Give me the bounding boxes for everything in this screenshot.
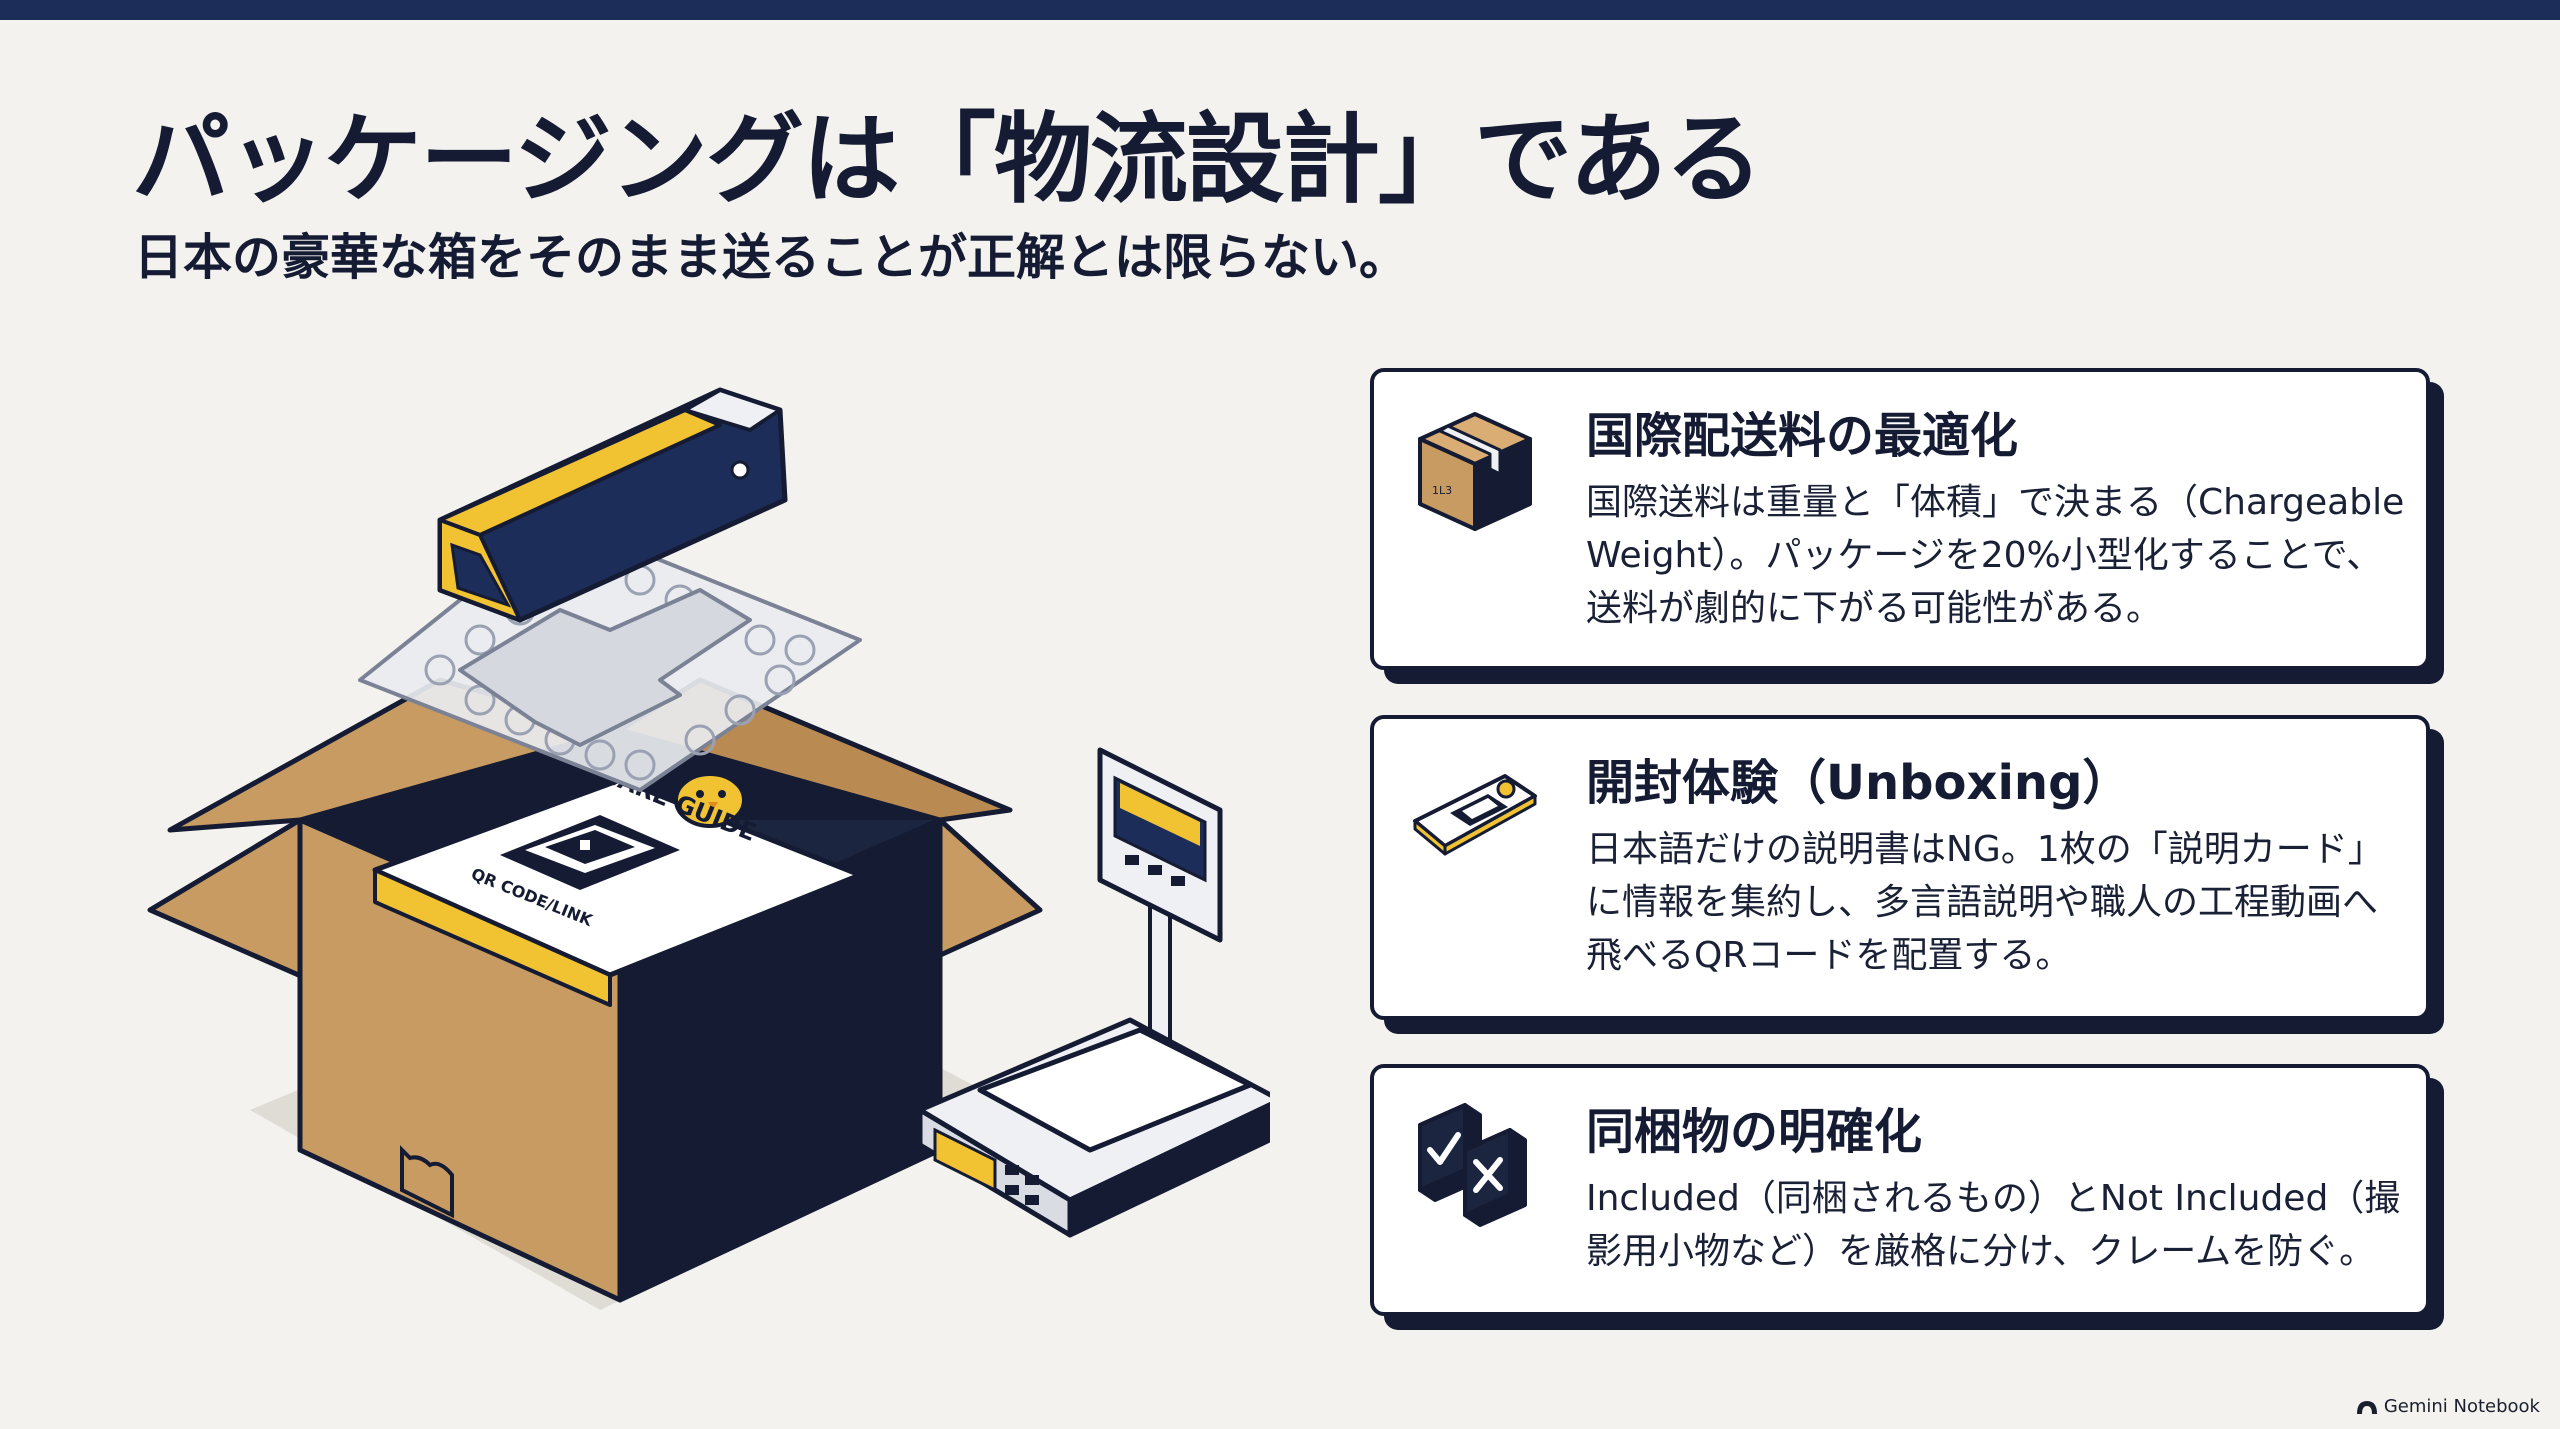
card-body: 国際送料は重量と「体積」で決まる（Chargeable Weight）。パッケー… <box>1586 482 2405 629</box>
footer-brand-label: Gemini Notebook <box>2383 1396 2540 1417</box>
qr-code-icon <box>500 815 680 890</box>
card-title: 同梱物の明確化 <box>1586 1104 1923 1160</box>
instruction-card-qr-icon <box>1413 774 1537 856</box>
card-body: 日本語だけの説明書はNG。1枚の「説明カード」に情報を集約し、多言語説明や職人の… <box>1586 829 2384 976</box>
weighing-scale-icon <box>917 747 1270 1238</box>
parcel-label: 1L3 <box>1432 484 1452 497</box>
product-device-icon <box>437 387 788 623</box>
card-body: Included（同梱されるもの）とNot Included（撮影用小物など）を… <box>1586 1178 2401 1272</box>
top-accent-bar <box>0 0 2560 20</box>
footer-brand: Gemini Notebook <box>2356 1396 2540 1417</box>
info-card-shipping-cost: 1L3 国際配送料の最適化 国際送料は重量と「体積」で決まる（Chargeabl… <box>1370 368 2430 670</box>
packaging-illustration: CARE GUIDE QR CODE/LINK <box>147 387 1270 1310</box>
check-cross-cards-icon <box>1418 1103 1527 1227</box>
info-card-included-items: 同梱物の明確化 Included（同梱されるもの）とNot Included（撮… <box>1370 1064 2430 1316</box>
card-title: 国際配送料の最適化 <box>1586 408 2019 464</box>
gemini-notebook-logo-icon <box>2356 1400 2377 1414</box>
cardboard-box-icon: 1L3 <box>1418 412 1532 531</box>
page-subtitle: 日本の豪華な箱をそのまま送ることが正解とは限らない。 <box>134 229 1409 286</box>
page-title: パッケージングは「物流設計」である <box>132 103 1763 217</box>
card-title: 開封体験（Unboxing） <box>1586 755 2131 811</box>
info-card-unboxing: 開封体験（Unboxing） 日本語だけの説明書はNG。1枚の「説明カード」に情… <box>1370 715 2430 1020</box>
care-guide-card: CARE GUIDE QR CODE/LINK <box>372 760 863 1007</box>
chick-mascot-icon <box>674 772 746 828</box>
